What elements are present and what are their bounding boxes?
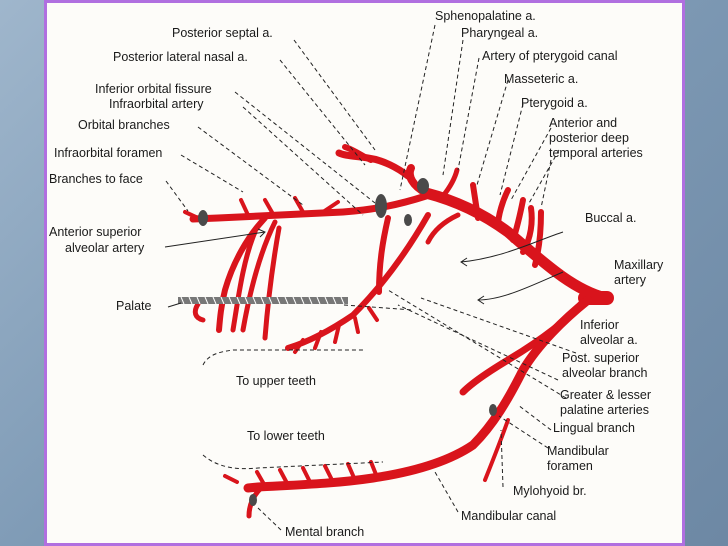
middle-branch [425,212,461,245]
label-ant-post-deep-3: temporal arteries [549,146,643,160]
label-greater-lesser-palatine-2: palatine arteries [560,403,649,417]
psa-tooth-2 [313,330,323,350]
mylohyoid-artery [483,418,510,482]
lower-tooth-6 [369,460,379,479]
artery-network [183,144,614,519]
label-maxillary-2: artery [614,273,647,287]
lower-tooth-4 [323,464,335,484]
lower-tooth-7 [223,474,239,484]
label-post-superior-alveolar-1: Post. superior [562,351,639,365]
label-ant-post-deep-2: posterior deep [549,131,629,145]
label-anterior-superior-1: Anterior superior [49,225,141,239]
palatine-canal-marker [404,214,412,226]
label-mandibular-canal: Mandibular canal [461,509,556,523]
leader-lines [164,24,577,531]
label-mandibular-foramen-2: foramen [547,459,593,473]
pterygoid-canal-branch [440,167,460,199]
label-artery-pterygoid-canal: Artery of pterygoid canal [482,49,618,63]
label-mylohyoid: Mylohyoid br. [513,484,587,498]
label-mandibular-foramen-1: Mandibular [547,444,609,458]
sphenopalatine-branch [335,149,412,180]
palate-artery [192,301,206,323]
diagram-frame: Posterior septal a. Posterior lateral na… [44,0,685,546]
lower-tooth-5 [346,462,357,482]
branches-to-face [183,210,200,220]
label-greater-lesser-palatine-1: Greater & lesser [560,388,651,402]
asa-tooth-2 [262,225,282,341]
label-infraorbital-foramen: Infraorbital foramen [54,146,162,160]
palate-hatch [180,296,345,305]
psa-tooth-3 [333,323,341,344]
septal-branch [342,144,374,163]
lower-tooth-3 [301,466,313,486]
label-mental-branch: Mental branch [285,525,364,539]
label-post-superior-alveolar-2: alveolar branch [562,366,648,380]
orbital-branch-1 [239,198,250,217]
label-pterygoid: Pterygoid a. [521,96,588,110]
label-infraorbital-artery: Infraorbital artery [109,97,204,111]
label-ant-post-deep-1: Anterior and [549,116,617,130]
infraorbital-foramen-marker [198,210,208,226]
temporal-branch-2 [495,187,511,229]
label-to-lower-teeth: To lower teeth [247,429,325,443]
label-palate: Palate [116,299,151,313]
orbital-branch-2 [263,198,275,216]
asa-tooth-3 [230,229,258,333]
lingual-branch-artery [459,298,587,396]
psa-tooth-5 [367,306,379,322]
label-sphenopalatine: Sphenopalatine a. [435,9,536,23]
asa-tooth-1 [240,219,278,333]
posterior-superior-alveolar [285,212,431,351]
label-posterior-septal: Posterior septal a. [172,26,273,40]
label-masseteric: Masseteric a. [504,72,578,86]
lower-tooth-2 [278,468,290,487]
label-inferior-orbital-fissure: Inferior orbital fissure [95,82,212,96]
buccal-branch [520,205,535,255]
mandibular-foramen-marker [489,404,497,416]
maxillary-artery-trunk [420,187,612,304]
label-to-upper-teeth: To upper teeth [236,374,316,388]
lower-tooth-1 [255,470,267,488]
label-posterior-lateral-nasal: Posterior lateral nasal a. [113,50,248,64]
label-inferior-alveolar-2: alveolar a. [580,333,638,347]
label-inferior-alveolar-1: Inferior [580,318,619,332]
temporal-branch-1 [470,182,481,221]
inferior-orbital-fissure-marker [375,194,387,218]
label-orbital-branches: Orbital branches [78,118,170,132]
label-anterior-superior-2: alveolar artery [65,241,145,255]
mental-foramen-marker [249,494,257,506]
label-branches-to-face: Branches to face [49,172,143,186]
label-maxillary-1: Maxillary [614,258,664,272]
label-buccal: Buccal a. [585,211,636,225]
sphenopalatine-foramen-marker [417,178,429,194]
infraorbital-artery [189,192,430,223]
label-pharyngeal: Pharyngeal a. [461,26,538,40]
psa-tooth-4 [353,316,360,334]
orbital-branch-4 [321,200,340,214]
label-set: Posterior septal a. Posterior lateral na… [49,9,664,539]
masseteric-branch [510,197,526,243]
label-lingual-branch: Lingual branch [553,421,635,435]
foramen-markers [178,178,497,506]
inferior-alveolar-artery [243,295,593,493]
maxillary-artery-diagram: Posterior septal a. Posterior lateral na… [49,9,664,539]
